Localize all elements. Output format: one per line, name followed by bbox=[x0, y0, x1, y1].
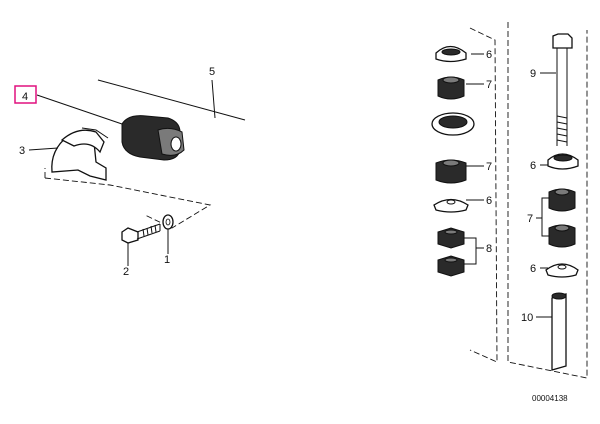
rubber-bushing bbox=[121, 115, 185, 161]
callout-3[interactable]: 3 bbox=[19, 145, 25, 157]
link-stack-left bbox=[433, 45, 469, 277]
diagram-reference-number: 00004138 bbox=[532, 394, 568, 403]
callout-4-highlight bbox=[14, 85, 37, 104]
callout-6-washer-left[interactable]: 6 bbox=[486, 195, 492, 207]
frame-mounting bbox=[44, 168, 212, 229]
callout-6-washer-right[interactable]: 6 bbox=[530, 263, 536, 275]
stabilizer-bar bbox=[97, 77, 475, 194]
frame-link-left bbox=[469, 27, 498, 363]
callout-6-cup-upper[interactable]: 6 bbox=[486, 49, 492, 61]
callout-9[interactable]: 9 bbox=[530, 68, 536, 80]
leader-lines bbox=[28, 53, 556, 318]
link-stack-right bbox=[545, 33, 579, 371]
hex-bolt bbox=[121, 223, 161, 244]
callout-10[interactable]: 10 bbox=[521, 312, 533, 324]
callout-7-bush-lower[interactable]: 7 bbox=[486, 161, 492, 173]
callout-1[interactable]: 1 bbox=[164, 254, 170, 266]
frame-link-right bbox=[507, 22, 588, 379]
mounting-bracket bbox=[51, 127, 109, 181]
washer bbox=[162, 214, 174, 230]
callout-4[interactable]: 4 bbox=[22, 91, 28, 103]
callout-7-bush-right[interactable]: 7 bbox=[527, 213, 533, 225]
callout-2[interactable]: 2 bbox=[123, 266, 129, 278]
callout-7-bush-upper[interactable]: 7 bbox=[486, 79, 492, 91]
callout-6-cup-right[interactable]: 6 bbox=[530, 160, 536, 172]
callout-5[interactable]: 5 bbox=[209, 66, 215, 78]
callout-8[interactable]: 8 bbox=[486, 243, 492, 255]
